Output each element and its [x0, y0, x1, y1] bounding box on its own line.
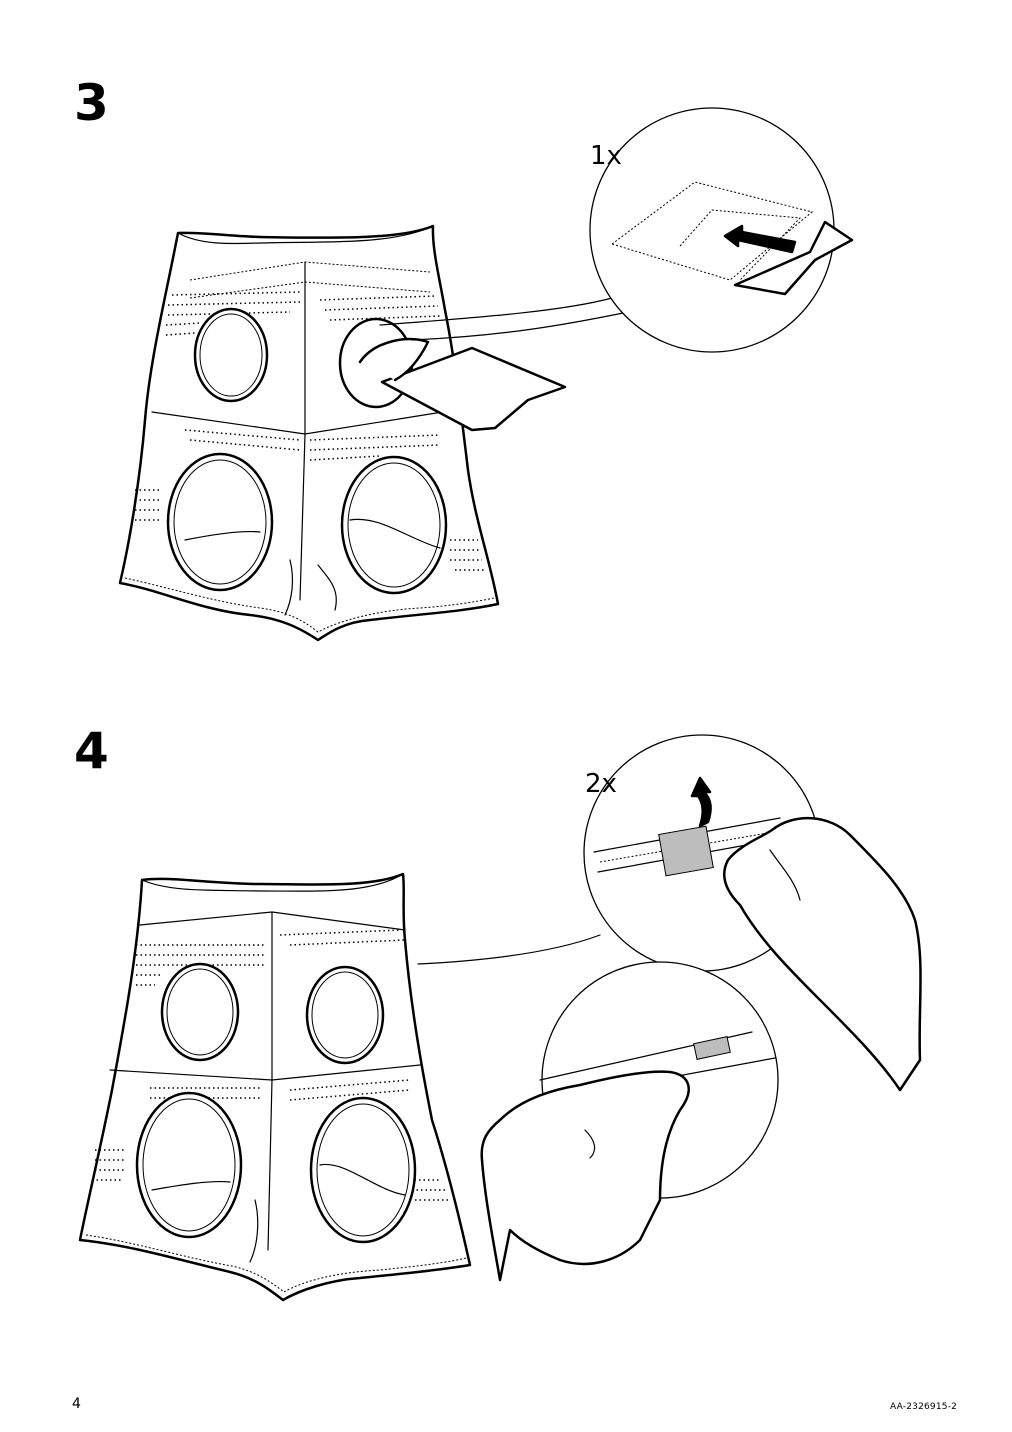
page-number: 4	[72, 1396, 81, 1412]
callout-line	[417, 934, 601, 965]
quantity-label-step-4: 2x	[585, 769, 617, 799]
step-4-illustration	[78, 734, 922, 1302]
fabric-cover	[78, 872, 472, 1302]
quantity-label-step-3: 1x	[590, 141, 622, 171]
step-number-3: 3	[74, 74, 109, 132]
step-number-4: 4	[74, 722, 109, 780]
hand-illustration	[480, 816, 922, 1282]
detail-circle-step-3	[589, 107, 854, 353]
stiffener-board	[358, 337, 567, 432]
document-code: AA-2326915-2	[890, 1402, 958, 1412]
step-3-illustration	[118, 107, 854, 642]
callout-line	[379, 297, 613, 326]
fabric-cover	[118, 224, 500, 642]
